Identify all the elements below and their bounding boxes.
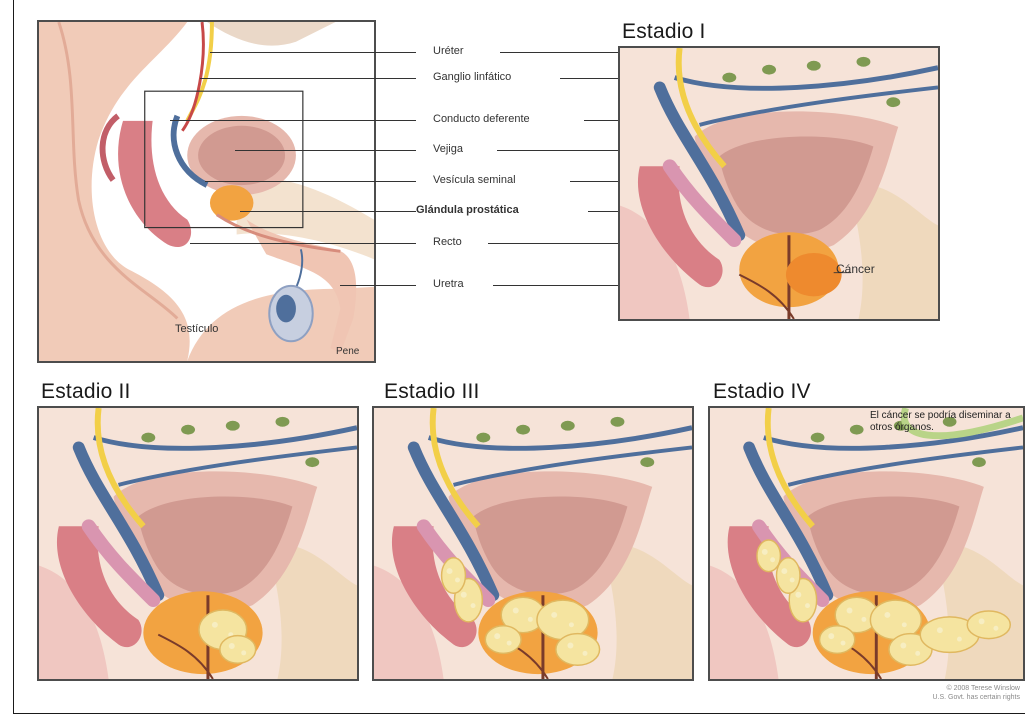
label-vas-deferens: Conducto deferente	[433, 113, 530, 125]
label-seminal-vesicle: Vesícula seminal	[433, 174, 516, 186]
stage-4-spread-note: El cáncer se podría diseminar a otros ór…	[870, 410, 1020, 434]
leader-lymph	[200, 78, 416, 79]
leader-urethra-right	[493, 285, 620, 286]
stage-2-illustration	[39, 408, 357, 679]
leader-bladder-right	[497, 150, 620, 151]
stage-4-panel	[708, 406, 1025, 681]
copyright-credit: © 2008 Terese Winslow U.S. Govt. has cer…	[820, 684, 1020, 702]
label-rectum: Recto	[433, 236, 462, 248]
label-lymph-node: Ganglio linfático	[433, 71, 511, 83]
label-testicle: Testículo	[175, 323, 218, 335]
leader-lymph-right	[560, 78, 620, 79]
label-penis: Pene	[336, 346, 359, 357]
leader-vas-right	[584, 120, 620, 121]
stage-3-illustration	[374, 408, 692, 679]
leader-ureter-right	[500, 52, 620, 53]
stage-4-title: Estadio IV	[713, 380, 811, 404]
leader-prostate-right	[588, 211, 620, 212]
leader-prostate	[240, 211, 416, 212]
stage-1-title: Estadio I	[622, 20, 706, 44]
overview-anatomy-panel	[37, 20, 376, 363]
label-cancer: Cáncer	[836, 262, 875, 276]
overview-anatomy-illustration	[39, 22, 374, 361]
leader-vas	[170, 120, 416, 121]
label-ureter: Uréter	[433, 45, 464, 57]
leader-rectum	[190, 243, 416, 244]
leader-bladder	[235, 150, 416, 151]
stage-2-title: Estadio II	[41, 380, 131, 404]
stage-1-illustration	[620, 48, 938, 319]
stage-2-panel	[37, 406, 359, 681]
leader-seminal-right	[570, 181, 620, 182]
leader-ureter	[210, 52, 416, 53]
label-prostate-gland: Glándula prostática	[416, 204, 519, 216]
leader-seminal	[205, 181, 416, 182]
label-bladder: Vejiga	[433, 143, 463, 155]
credit-line-2: U.S. Govt. has certain rights	[820, 693, 1020, 702]
leader-rectum-right	[488, 243, 620, 244]
stage-1-panel	[618, 46, 940, 321]
credit-line-1: © 2008 Terese Winslow	[820, 684, 1020, 693]
label-urethra: Uretra	[433, 278, 464, 290]
leader-urethra	[340, 285, 416, 286]
stage-3-title: Estadio III	[384, 380, 480, 404]
stage-4-illustration	[710, 408, 1023, 679]
stage-3-panel	[372, 406, 694, 681]
